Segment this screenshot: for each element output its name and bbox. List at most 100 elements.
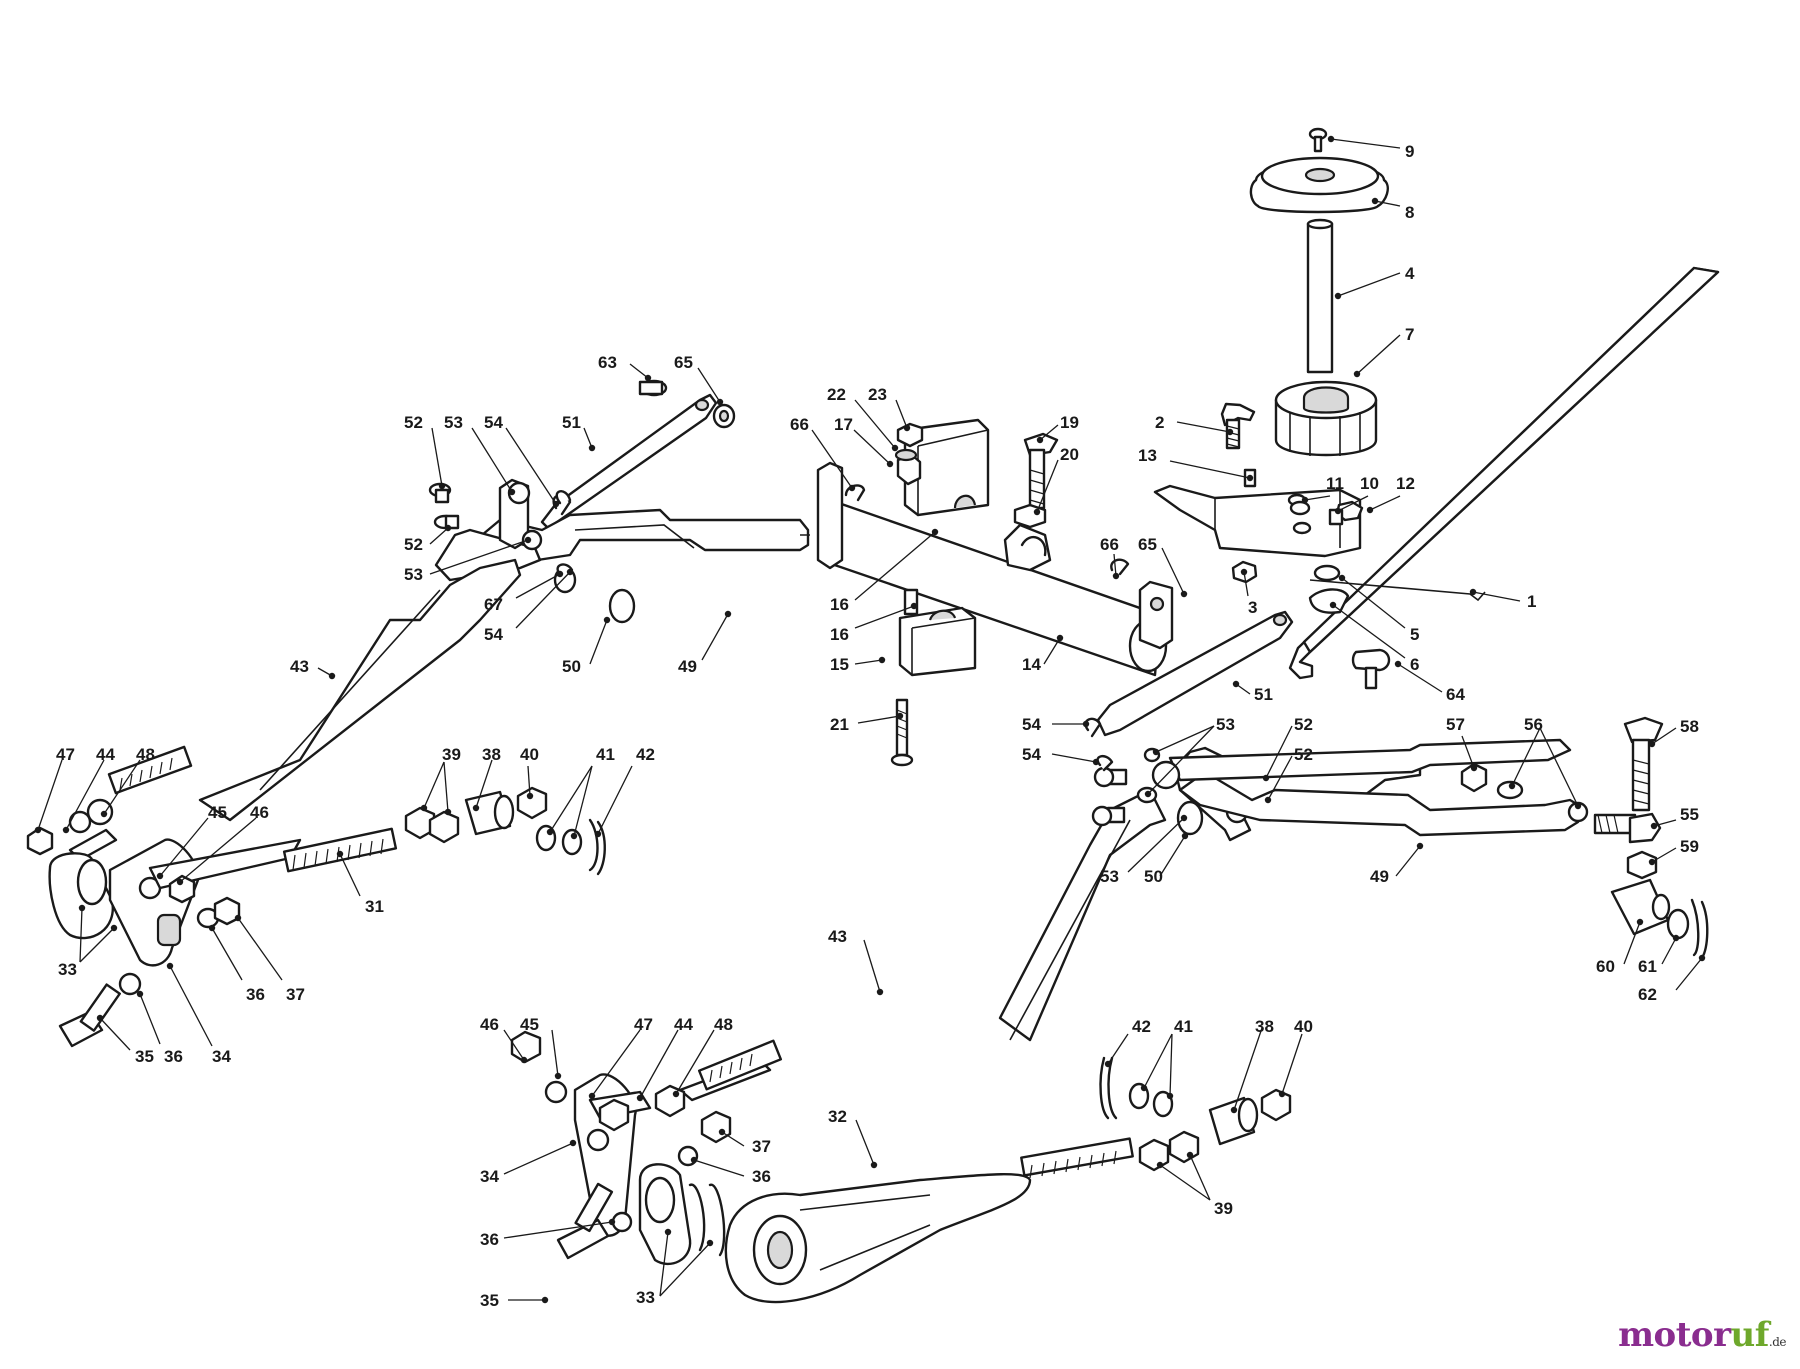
callout-52d: 52 [1264,745,1313,804]
svg-text:41: 41 [1174,1017,1193,1036]
svg-text:35: 35 [135,1047,154,1066]
svg-text:65: 65 [674,353,693,372]
callout-51b: 51 [1232,680,1273,704]
svg-text:19: 19 [1060,413,1079,432]
callout-64: 64 [1394,660,1465,704]
svg-text:38: 38 [482,745,501,764]
callout-53a: 53 [444,413,516,496]
svg-text:7: 7 [1405,325,1414,344]
callout-67: 67 [484,570,564,614]
svg-text:35: 35 [480,1291,499,1310]
callout-39b: 39 [1156,1151,1233,1218]
callout-46b: 46 [480,1015,528,1064]
callout-5: 5 [1338,574,1419,644]
svg-text:52: 52 [404,413,423,432]
svg-text:5: 5 [1410,625,1419,644]
callout-14: 14 [1022,634,1064,674]
svg-text:66: 66 [790,415,809,434]
svg-text:23: 23 [868,385,887,404]
callout-55: 55 [1650,805,1699,830]
svg-text:45: 45 [208,803,227,822]
callout-41b: 41 [1140,1017,1193,1100]
svg-text:8: 8 [1405,203,1414,222]
callout-57: 57 [1446,715,1478,772]
callout-36c: 36 [690,1156,771,1186]
svg-text:34: 34 [212,1047,231,1066]
svg-text:42: 42 [636,745,655,764]
svg-text:56: 56 [1524,715,1543,734]
callout-22: 22 [827,385,899,452]
svg-text:64: 64 [1446,685,1465,704]
callout-13: 13 [1138,446,1254,482]
svg-text:21: 21 [830,715,849,734]
callout-52b: 52 [404,524,452,554]
svg-text:51: 51 [562,413,581,432]
svg-text:40: 40 [1294,1017,1313,1036]
svg-text:36: 36 [164,1047,183,1066]
svg-text:39: 39 [1214,1199,1233,1218]
svg-text:60: 60 [1596,957,1615,976]
svg-text:22: 22 [827,385,846,404]
svg-text:13: 13 [1138,446,1157,465]
callout-56: 56 [1508,715,1582,810]
svg-text:54: 54 [484,413,503,432]
callout-46a: 46 [176,803,269,886]
svg-text:15: 15 [830,655,849,674]
callout-12: 12 [1366,474,1415,514]
svg-text:16: 16 [830,595,849,614]
clamp-assembly [890,418,1059,767]
callout-44b: 44 [636,1015,693,1102]
callout-62: 62 [1638,954,1706,1004]
callout-34b: 34 [480,1139,577,1186]
callout-66b: 66 [1100,535,1120,580]
svg-text:50: 50 [562,657,581,676]
svg-text:44: 44 [96,745,115,764]
callout-6: 6 [1329,601,1419,674]
callout-9: 9 [1327,135,1414,161]
callout-53c: 53 [1144,715,1235,798]
callout-54c: 54 [1022,715,1090,734]
svg-text:33: 33 [636,1288,655,1307]
svg-text:6: 6 [1410,655,1419,674]
svg-text:16: 16 [830,625,849,644]
callout-52a: 52 [404,413,446,490]
svg-text:11: 11 [1326,474,1344,493]
callout-40b: 40 [1278,1017,1313,1098]
svg-text:52: 52 [1294,745,1313,764]
callout-41a: 41 [546,745,615,840]
svg-text:17: 17 [834,415,853,434]
callout-11: 11 [1301,474,1344,504]
svg-text:48: 48 [136,745,155,764]
svg-text:41: 41 [596,745,615,764]
svg-text:52: 52 [1294,715,1313,734]
callout-7: 7 [1353,325,1414,378]
callout-65b: 65 [1138,535,1188,598]
callout-1: 1 [1469,588,1536,611]
callout-labels: 1 2 3 4 5 6 7 8 9 10 11 12 13 14 15 16 1… [34,135,1706,1310]
callout-42b: 42 [1104,1017,1151,1068]
svg-text:65: 65 [1138,535,1157,554]
callout-38a: 38 [472,745,501,812]
callout-59: 59 [1648,837,1699,866]
callout-33a: 33 [58,904,118,979]
callout-16b: 16 [830,602,918,644]
svg-text:48: 48 [714,1015,733,1034]
svg-text:50: 50 [1144,867,1163,886]
svg-text:57: 57 [1446,715,1465,734]
callout-61: 61 [1638,934,1680,976]
callout-44a: 44 [62,745,115,834]
upper-linkage [198,379,810,822]
pivot-shaft [816,461,1174,677]
svg-text:53: 53 [404,565,423,584]
svg-text:53: 53 [444,413,463,432]
callout-3: 3 [1240,568,1257,617]
brand-logo-suffix: .de [1768,1335,1787,1349]
svg-text:51: 51 [1254,685,1273,704]
callout-23: 23 [868,385,911,432]
callout-36b: 36 [136,990,183,1066]
frame-bar [1288,266,1720,680]
callout-21: 21 [830,712,904,734]
callout-39a: 39 [420,745,461,816]
callout-58: 58 [1648,717,1699,748]
